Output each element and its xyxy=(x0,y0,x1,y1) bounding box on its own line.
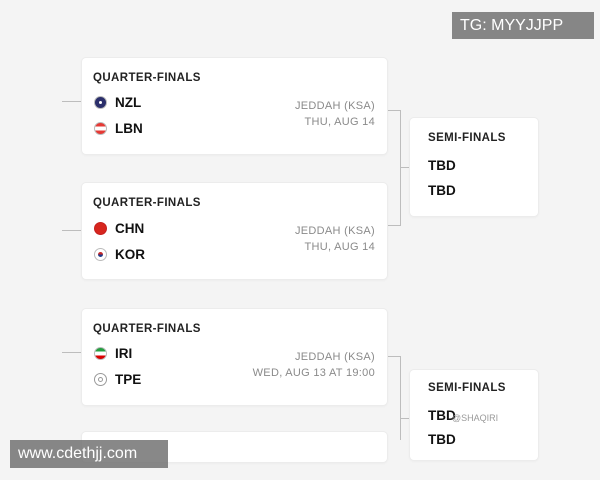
team-placeholder: TBD xyxy=(428,183,456,198)
bracket-connector xyxy=(387,225,401,226)
team-code: IRI xyxy=(115,345,133,361)
team-row[interactable]: LBN xyxy=(94,119,143,137)
team-row[interactable]: IRI xyxy=(94,344,132,362)
team-placeholder: TBD xyxy=(428,408,456,423)
match-info: JEDDAH (KSA) THU, AUG 14 xyxy=(295,98,375,130)
team-code: NZL xyxy=(115,94,142,110)
bracket-connector xyxy=(62,352,82,353)
round-label: QUARTER-FINALS xyxy=(93,72,201,84)
team-row[interactable]: NZL xyxy=(94,93,141,111)
round-label: QUARTER-FINALS xyxy=(93,323,201,335)
match-venue: JEDDAH (KSA) xyxy=(295,100,375,112)
match-date: THU, AUG 14 xyxy=(304,241,375,253)
round-label: SEMI-FINALS xyxy=(428,382,506,394)
match-date: THU, AUG 14 xyxy=(304,116,375,128)
match-card-sf-2[interactable]: SEMI-FINALS TBD TBD xyxy=(410,370,538,460)
top-right-watermark: TG: MYYJJPP xyxy=(452,12,594,39)
kor-flag-icon xyxy=(94,247,107,261)
round-label: SEMI-FINALS xyxy=(428,132,506,144)
team-placeholder: TBD xyxy=(428,158,456,173)
match-card-sf-1[interactable]: SEMI-FINALS TBD TBD xyxy=(410,118,538,216)
match-card-qf-3[interactable]: QUARTER-FINALS IRI TPE JEDDAH (KSA) WED,… xyxy=(82,309,387,405)
bracket-connector xyxy=(62,230,82,231)
bracket-connector xyxy=(400,418,410,419)
overlay-watermark: @SHAQIRI xyxy=(452,413,499,423)
team-row[interactable]: CHN xyxy=(94,219,144,237)
team-code: CHN xyxy=(115,220,145,236)
bracket-connector xyxy=(62,101,82,102)
match-card-qf-2[interactable]: QUARTER-FINALS CHN KOR JEDDAH (KSA) THU,… xyxy=(82,183,387,279)
match-venue: JEDDAH (KSA) xyxy=(295,351,375,363)
bracket-connector xyxy=(400,110,401,226)
bottom-left-watermark: www.cdethjj.com xyxy=(10,440,168,468)
match-card-qf-1[interactable]: QUARTER-FINALS NZL LBN JEDDAH (KSA) THU,… xyxy=(82,58,387,154)
team-row[interactable]: KOR xyxy=(94,245,145,263)
team-placeholder: TBD xyxy=(428,432,456,447)
match-info: JEDDAH (KSA) WED, AUG 13 AT 19:00 xyxy=(253,349,375,381)
bracket-connector xyxy=(387,356,401,357)
team-code: KOR xyxy=(115,246,145,262)
match-date: WED, AUG 13 AT 19:00 xyxy=(252,367,375,379)
tpe-flag-icon xyxy=(94,372,107,386)
iri-flag-icon xyxy=(94,346,107,360)
team-code: TPE xyxy=(115,371,142,387)
nzl-flag-icon xyxy=(94,95,107,109)
lbn-flag-icon xyxy=(94,121,107,135)
round-label: QUARTER-FINALS xyxy=(93,197,201,209)
bracket-connector xyxy=(400,167,410,168)
match-venue: JEDDAH (KSA) xyxy=(295,225,375,237)
match-info: JEDDAH (KSA) THU, AUG 14 xyxy=(295,223,375,255)
chn-flag-icon xyxy=(94,221,107,235)
team-row[interactable]: TPE xyxy=(94,370,141,388)
bracket-connector xyxy=(400,356,401,440)
team-code: LBN xyxy=(115,120,143,136)
bracket-connector xyxy=(387,110,401,111)
